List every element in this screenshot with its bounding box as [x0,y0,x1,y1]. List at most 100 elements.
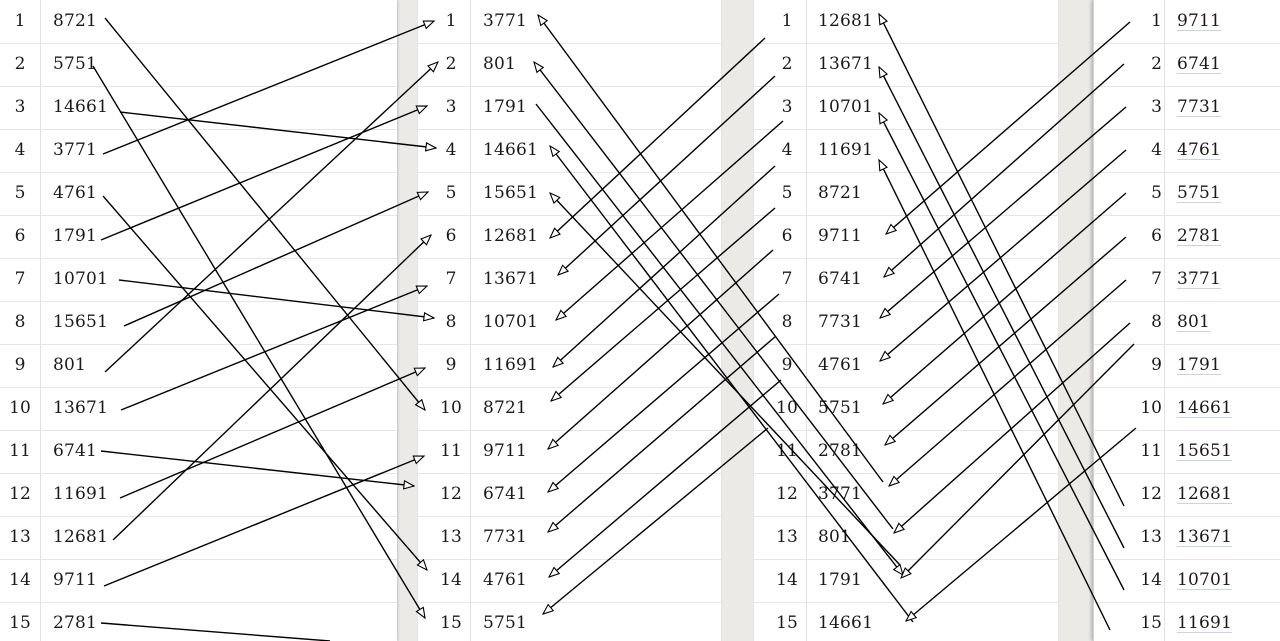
row-value[interactable]: 8721 [53,11,98,31]
row-value[interactable]: 11691 [53,484,109,504]
row-value[interactable]: 801 [1177,312,1211,332]
table-row: 9 1791 [1094,344,1280,388]
row-value[interactable]: 15651 [1177,441,1233,461]
row-value[interactable]: 14661 [818,613,874,633]
row-index: 3 [781,97,793,117]
row-value[interactable]: 15651 [53,312,109,332]
row-value[interactable]: 6741 [483,484,528,504]
row-index: 9 [1151,355,1162,375]
row-value[interactable]: 2781 [818,441,863,461]
row-value[interactable]: 3771 [483,11,528,31]
row-value[interactable]: 5751 [53,54,98,74]
row-value[interactable]: 2781 [1177,226,1222,246]
row-value[interactable]: 14661 [53,97,109,117]
row-value[interactable]: 15651 [483,183,539,203]
row-value[interactable]: 4761 [483,570,528,590]
row-value[interactable]: 7731 [818,312,863,332]
row-value[interactable]: 12681 [483,226,539,246]
row-value[interactable]: 10701 [818,97,874,117]
row-value[interactable]: 3771 [1177,269,1222,289]
row-value[interactable]: 12681 [53,527,109,547]
row-value[interactable]: 9711 [483,441,528,461]
row-index: 8 [1151,312,1162,332]
row-index: 15 [776,613,798,633]
row-value[interactable]: 801 [818,527,852,547]
row-value[interactable]: 3771 [53,140,98,160]
row-value[interactable]: 12681 [818,11,874,31]
row-value[interactable]: 7731 [483,527,528,547]
row-value[interactable]: 6741 [53,441,98,461]
table-row: 15 14661 [754,602,1058,641]
row-index: 4 [14,140,26,160]
row-index: 11 [9,441,31,461]
row-index: 6 [781,226,793,246]
row-value[interactable]: 4761 [1177,140,1222,160]
row-value[interactable]: 10701 [483,312,539,332]
row-value[interactable]: 4761 [53,183,98,203]
row-value[interactable]: 1791 [483,97,528,117]
row-value[interactable]: 801 [53,355,87,375]
row-value[interactable]: 2781 [53,613,98,633]
row-value[interactable]: 5751 [483,613,528,633]
row-value[interactable]: 6741 [1177,54,1222,74]
row-index: 11 [776,441,798,461]
row-value[interactable]: 9711 [53,570,98,590]
column-divider [470,0,471,641]
row-value[interactable]: 5751 [1177,183,1222,203]
row-value[interactable]: 8721 [483,398,528,418]
row-value[interactable]: 1791 [53,226,98,246]
row-value[interactable]: 9711 [1177,11,1222,31]
row-index: 8 [781,312,793,332]
row-value[interactable]: 11691 [818,140,874,160]
row-value[interactable]: 3771 [818,484,863,504]
row-value[interactable]: 11691 [483,355,539,375]
row-value[interactable]: 9711 [818,226,863,246]
row-value[interactable]: 801 [483,54,517,74]
row-index: 5 [781,183,793,203]
row-value[interactable]: 1791 [818,570,863,590]
row-value[interactable]: 6741 [818,269,863,289]
row-index: 14 [9,570,31,590]
row-index: 7 [1151,269,1162,289]
table-row: 11 2781 [754,430,1058,474]
row-value[interactable]: 10701 [53,269,109,289]
row-value[interactable]: 11691 [1177,613,1233,633]
row-value[interactable]: 10701 [1177,570,1233,590]
row-value[interactable]: 12681 [1177,484,1233,504]
row-value[interactable]: 14661 [483,140,539,160]
row-value[interactable]: 13671 [53,398,109,418]
row-value[interactable]: 13671 [1177,527,1233,547]
table-row: 7 3771 [1094,258,1280,302]
row-index: 12 [776,484,798,504]
row-index: 1 [781,11,793,31]
row-value[interactable]: 5751 [818,398,863,418]
row-value[interactable]: 13671 [483,269,539,289]
row-value[interactable]: 7731 [1177,97,1222,117]
row-value[interactable]: 8721 [818,183,863,203]
row-index: 7 [781,269,793,289]
table-row: 8 801 [1094,301,1280,345]
row-value[interactable]: 13671 [818,54,874,74]
row-index: 13 [9,527,31,547]
row-value[interactable]: 4761 [818,355,863,375]
row-value[interactable]: 14661 [1177,398,1233,418]
row-value[interactable]: 1791 [1177,355,1222,375]
row-index: 13 [440,527,462,547]
row-index: 1 [445,11,457,31]
